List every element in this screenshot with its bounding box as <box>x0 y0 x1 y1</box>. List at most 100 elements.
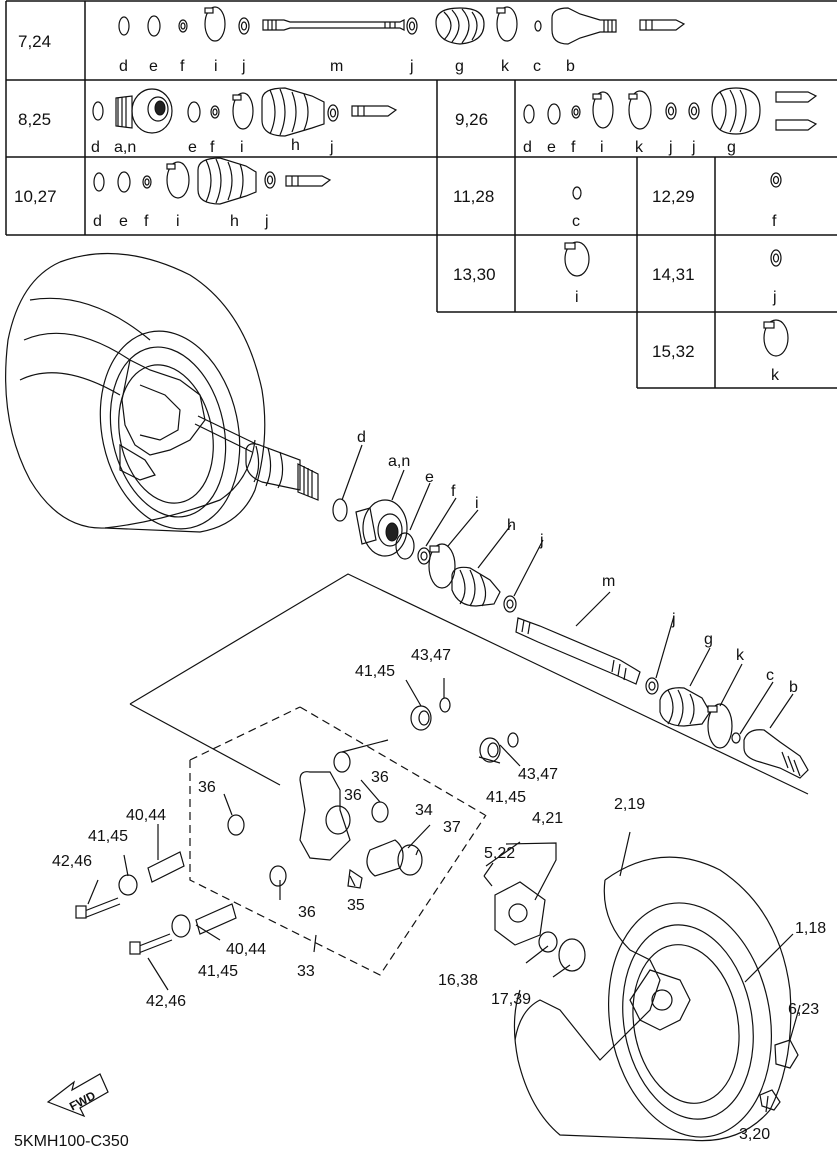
callout-b: b <box>789 679 798 696</box>
row2-letter: i <box>600 139 604 156</box>
callout-33: 33 <box>297 963 315 980</box>
row0-letter: j <box>241 58 246 75</box>
callout-35: 35 <box>347 897 365 914</box>
fwd-label: FWD <box>67 1088 98 1113</box>
row1-letter: i <box>240 139 244 156</box>
callout-36-b: 36 <box>344 787 362 804</box>
right-wheel-drawing <box>513 856 799 1142</box>
cell-letter-f: f <box>772 213 777 230</box>
row1-letter: a,n <box>114 139 136 156</box>
callout-40-44-top: 40,44 <box>126 807 166 824</box>
row2-letter: e <box>547 139 556 156</box>
row0-letter: m <box>330 58 343 75</box>
callout-j1: j <box>539 532 544 549</box>
row1-letter: j <box>329 139 334 156</box>
cell-letter-c: c <box>572 213 580 230</box>
callout-1-18: 1,18 <box>795 920 826 937</box>
row1-letter: f <box>210 139 215 156</box>
callout-36-c: 36 <box>371 769 389 786</box>
callout-4-21: 4,21 <box>532 810 563 827</box>
row1-letter: h <box>291 137 300 154</box>
row-id-6: 13,30 <box>453 265 496 284</box>
callout-37: 37 <box>443 819 461 836</box>
callout-3-20: 3,20 <box>739 1126 770 1143</box>
row3-letter: d <box>93 213 102 230</box>
row0-letter: j <box>409 58 414 75</box>
callout-c: c <box>766 667 774 684</box>
single-part-cells <box>564 172 789 357</box>
callout-42-46-left: 42,46 <box>52 853 92 870</box>
row3-letter: f <box>144 213 149 230</box>
row3-letter: i <box>176 213 180 230</box>
row-id-2: 9,26 <box>455 110 488 129</box>
row3-letter: h <box>230 213 239 230</box>
callout-43-47-right: 43,47 <box>518 766 558 783</box>
cell-letter-j: j <box>772 289 777 306</box>
axle-leader-lines <box>341 444 794 735</box>
row0-letter: c <box>533 58 541 75</box>
cell-letter-k: k <box>771 367 780 384</box>
callout-m: m <box>602 573 615 590</box>
row1-parts <box>92 87 398 137</box>
callout-42-46-bottom: 42,46 <box>146 993 186 1010</box>
row0-letters: d e f i j m j g k c b <box>119 58 575 75</box>
callout-f: f <box>451 483 456 500</box>
drawing-code: 5KMH100-C350 <box>14 1133 129 1149</box>
callout-5-22: 5,22 <box>484 845 515 862</box>
row2-letter: d <box>523 139 532 156</box>
callout-16-38: 16,38 <box>438 972 478 989</box>
callout-36-d: 36 <box>298 904 316 921</box>
row2-letter: j <box>668 139 673 156</box>
row3-letter: e <box>119 213 128 230</box>
row2-letter: f <box>571 139 576 156</box>
callout-d: d <box>357 429 366 446</box>
callout-j2: j <box>671 611 676 628</box>
callout-17-39: 17,39 <box>491 991 531 1008</box>
callout-43-47-top: 43,47 <box>411 647 451 664</box>
row-id-5: 12,29 <box>652 187 695 206</box>
row-id-1: 8,25 <box>18 110 51 129</box>
callout-i: i <box>475 495 479 512</box>
row2-letter: k <box>635 139 644 156</box>
callout-k: k <box>736 647 745 664</box>
row-id-4: 11,28 <box>453 187 494 206</box>
cell-letter-i: i <box>575 289 579 306</box>
row2-letter: j <box>691 139 696 156</box>
row3-letter: j <box>264 213 269 230</box>
callout-h: h <box>507 517 516 534</box>
callout-41-45-left: 41,45 <box>88 828 128 845</box>
row2-letter: g <box>727 139 736 156</box>
callout-40-44-bottom: 40,44 <box>226 941 266 958</box>
callout-41-45-bottom: 41,45 <box>198 963 238 980</box>
assembly-outline-lower <box>129 703 281 786</box>
row2-letters: d e f i k j j g <box>523 139 736 156</box>
row-id-3: 10,27 <box>14 187 57 206</box>
callout-2-19: 2,19 <box>614 796 645 813</box>
row3-letters: d e f i h j <box>93 213 269 230</box>
row-id-7: 14,31 <box>652 265 695 284</box>
kit-table <box>5 0 837 389</box>
row0-letter: i <box>214 58 218 75</box>
row1-letter: d <box>91 139 100 156</box>
fwd-arrow-icon: FWD <box>46 1073 109 1118</box>
callout-e: e <box>425 469 434 486</box>
row0-letter: k <box>501 58 510 75</box>
callout-36-a: 36 <box>198 779 216 796</box>
row1-letter: e <box>188 139 197 156</box>
callout-41-45-top: 41,45 <box>355 663 395 680</box>
row3-parts <box>93 157 332 205</box>
row0-letter: d <box>119 58 128 75</box>
row2-parts <box>523 87 818 135</box>
callout-41-45-right: 41,45 <box>486 789 526 806</box>
row0-letter: e <box>149 58 158 75</box>
row0-parts <box>118 6 686 45</box>
left-axle-assembly <box>194 415 319 501</box>
leader-lines <box>87 678 801 1113</box>
row0-letter: f <box>180 58 185 75</box>
axle-parts <box>332 498 809 779</box>
row0-letter: b <box>566 58 575 75</box>
assembly-outline <box>129 573 809 795</box>
row-id-0: 7,24 <box>18 32 51 51</box>
callout-g: g <box>704 631 713 648</box>
